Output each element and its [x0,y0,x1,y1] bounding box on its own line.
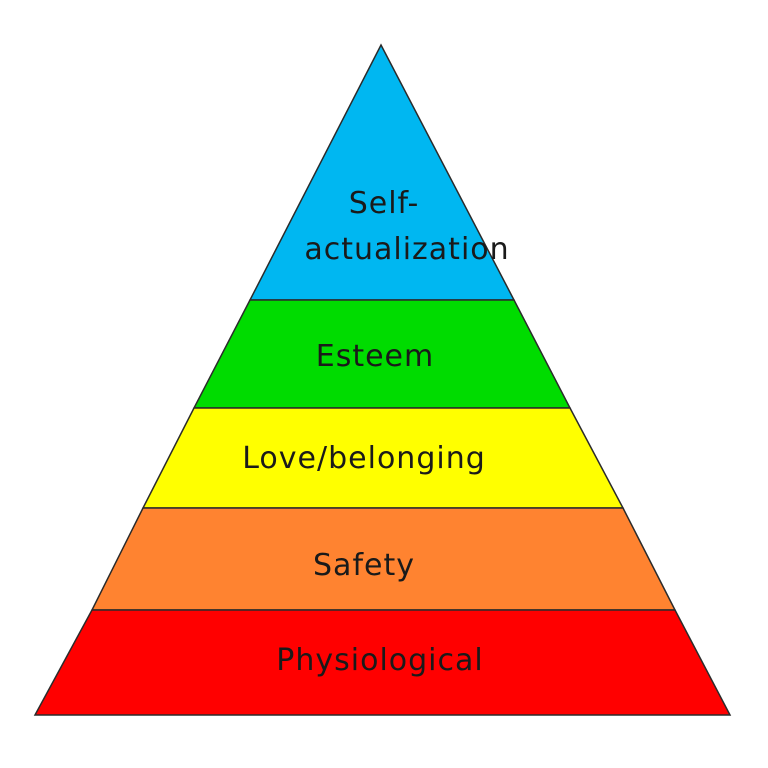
tier-self-actualization-label-line-1: Self- [349,186,420,221]
tier-safety-label: Safety [313,548,415,583]
tier-safety: Safety [90,507,677,611]
tier-physiological-label: Physiological [276,643,483,678]
tier-esteem: Esteem [192,299,572,409]
tier-self-actualization-label-line-2: actualization [304,232,509,267]
tier-esteem-label: Esteem [316,339,435,374]
tier-love-belonging-label: Love/belonging [242,441,486,476]
tier-physiological: Physiological [33,609,732,716]
tier-physiological-shape [33,609,732,716]
tier-self-actualization: Self- actualization [248,43,516,301]
tier-love-belonging: Love/belonging [141,407,625,509]
